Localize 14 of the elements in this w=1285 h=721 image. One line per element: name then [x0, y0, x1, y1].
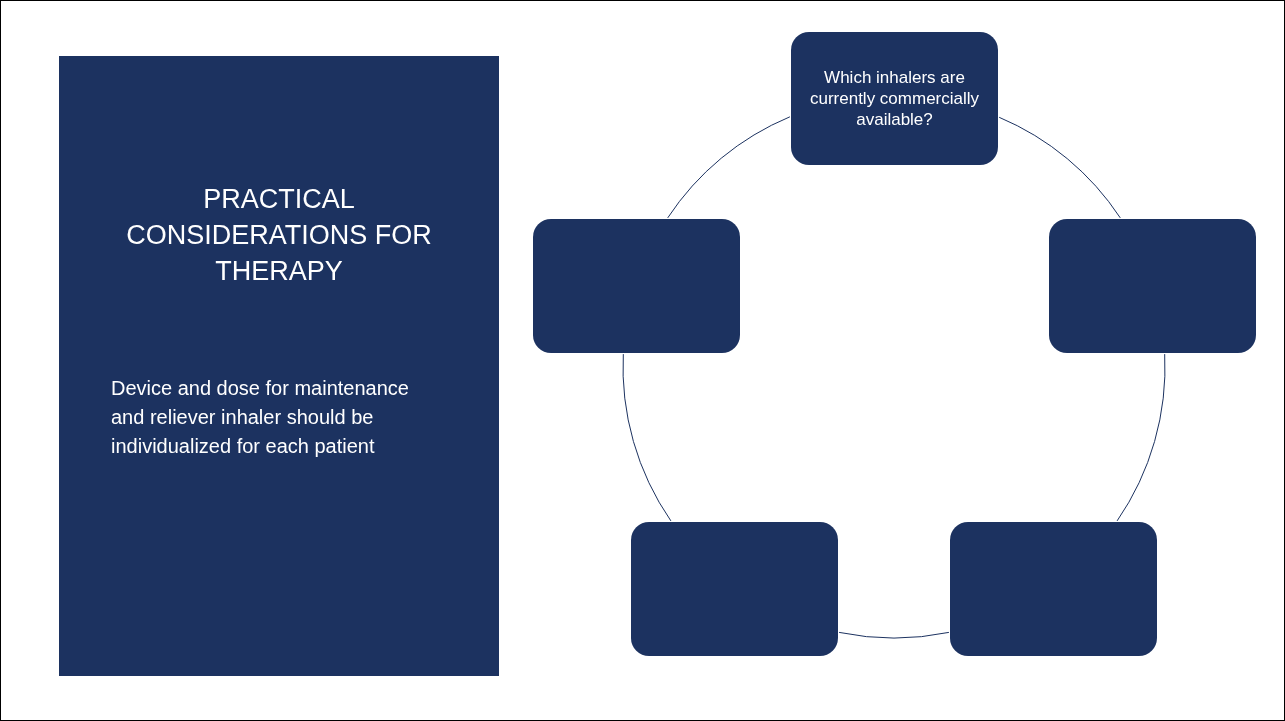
connector-arc: [838, 631, 950, 639]
empty-cycle-box: [950, 522, 1157, 656]
empty-cycle-box: [631, 522, 838, 656]
connector-arc: [667, 116, 791, 219]
empty-cycle-box: [533, 219, 740, 353]
title-panel: [59, 56, 499, 676]
panel-heading: PRACTICAL CONSIDERATIONS FOR THERAPY: [125, 183, 433, 288]
box-text: Which inhalers are currently commercially available?: [808, 67, 981, 130]
connector-arc: [622, 353, 672, 522]
panel-text: Device and dose for maintenance and reliever inhaler should be individualized for each patient: [111, 376, 410, 459]
cycle-box: [791, 32, 998, 165]
connector-arc: [1116, 353, 1166, 522]
connector-arc: [998, 116, 1121, 219]
empty-cycle-box: [1049, 219, 1256, 353]
